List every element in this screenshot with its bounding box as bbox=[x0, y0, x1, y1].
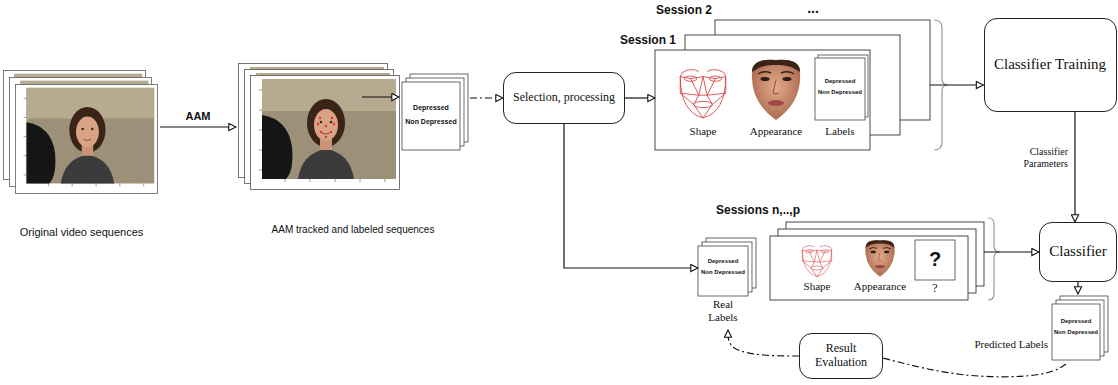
arrow-connector bbox=[564, 124, 698, 268]
document-stack bbox=[698, 238, 756, 296]
label-document-stack: DepressedNon DepressedReal Labels bbox=[698, 236, 758, 328]
appearance-face bbox=[752, 60, 800, 120]
process-box: Selection, processing bbox=[503, 72, 625, 124]
document-caption: Labels bbox=[815, 125, 865, 138]
box-text: Classifier Training bbox=[994, 56, 1106, 73]
picture-caption: Appearance bbox=[848, 280, 912, 293]
pointer-arrow bbox=[362, 97, 399, 98]
dash-dot-connector bbox=[728, 330, 799, 356]
box-text: Classifier bbox=[1049, 243, 1107, 260]
arrow-connector bbox=[930, 84, 984, 85]
label-document-stack: Predicted Labels DepressedNon Depressed bbox=[950, 294, 1110, 364]
arrow-connector bbox=[984, 251, 1039, 252]
label-option: Non Depressed bbox=[1052, 329, 1100, 336]
document-caption: Predicted Labels bbox=[950, 338, 1048, 351]
tracked-video-stack: AAM tracked and labeled sequences Depress… bbox=[236, 58, 470, 240]
label-document: DepressedNon Depressed bbox=[402, 82, 460, 150]
document bbox=[915, 240, 955, 280]
connector-label: Classifier Parameters bbox=[1006, 146, 1068, 169]
session-cards bbox=[770, 222, 984, 300]
arrow-connector bbox=[1074, 112, 1075, 222]
box-text: Selection, processing bbox=[513, 91, 615, 105]
document-stack bbox=[815, 55, 868, 120]
session-cards bbox=[655, 20, 930, 150]
arrow-connector bbox=[160, 126, 236, 127]
tracked-frame-stack bbox=[239, 64, 400, 190]
label-option: Non Depressed bbox=[815, 89, 865, 96]
box-text: Result Evaluation bbox=[808, 342, 874, 370]
process-box: Result Evaluation bbox=[799, 333, 883, 379]
stack-caption: Original video sequences bbox=[3, 226, 160, 239]
video-frame-stack bbox=[3, 70, 157, 193]
appearance-face bbox=[865, 240, 894, 277]
document-caption: Real Labels bbox=[703, 298, 743, 323]
process-box: Classifier Training bbox=[984, 18, 1117, 112]
label-option: Non Depressed bbox=[698, 269, 748, 276]
continuation-dots: ... bbox=[798, 0, 828, 16]
label-document: DepressedNon DepressedLabels bbox=[815, 58, 868, 142]
session-title: Session 2 bbox=[656, 4, 718, 18]
session-title: Sessions n,..,p bbox=[716, 204, 816, 218]
video-stack: Original video sequences bbox=[3, 66, 160, 244]
document-stack bbox=[402, 74, 468, 150]
unknown-mark: ? bbox=[915, 248, 955, 271]
arrow-connector bbox=[625, 97, 655, 98]
arrow-connector bbox=[1077, 282, 1078, 294]
tracking-points bbox=[317, 117, 335, 138]
document-stack bbox=[1052, 296, 1108, 360]
shape-mesh bbox=[802, 245, 831, 276]
stack-caption: AAM tracked and labeled sequences bbox=[236, 224, 470, 236]
unknown-label-document: ?? bbox=[915, 240, 955, 298]
picture-caption: Shape bbox=[673, 125, 733, 138]
connector-group bbox=[160, 85, 1078, 377]
dash-dot-connector bbox=[883, 358, 1066, 377]
shape-mesh bbox=[680, 70, 725, 118]
picture-caption: Appearance bbox=[741, 125, 811, 138]
label-option: Depressed bbox=[698, 258, 748, 265]
document-caption: ? bbox=[915, 282, 955, 296]
dash-dot-connector bbox=[470, 97, 503, 98]
label-option: Depressed bbox=[1052, 318, 1100, 325]
label-option: Depressed bbox=[815, 78, 865, 85]
label-option: Depressed bbox=[402, 104, 460, 112]
session-title: Session 1 bbox=[620, 34, 682, 48]
process-box: Classifier bbox=[1039, 222, 1117, 282]
label-option: Non Depressed bbox=[402, 118, 460, 126]
connector-label: AAM bbox=[176, 110, 220, 123]
picture-caption: Shape bbox=[792, 280, 842, 293]
group-bracket bbox=[988, 218, 1000, 300]
